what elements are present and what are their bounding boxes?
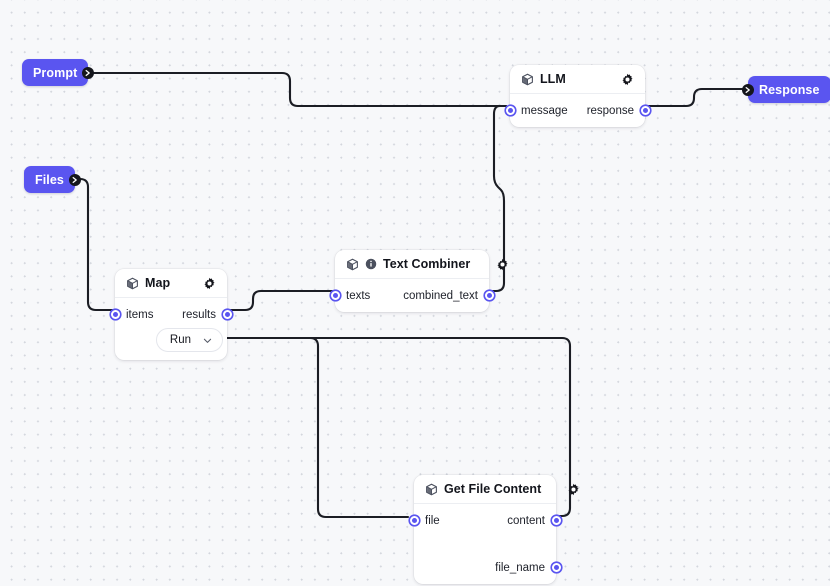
io-node-prompt-label: Prompt (33, 65, 78, 80)
gear-icon[interactable] (621, 73, 634, 86)
get-file-content-content-output-port[interactable] (551, 516, 561, 525)
node-get-file-content[interactable]: Get File Content file content file_name (409, 475, 579, 584)
io-node-response[interactable]: Response (742, 76, 830, 103)
io-label-results: results (182, 308, 216, 321)
node-get-file-content-body: file content file_name (409, 504, 561, 584)
node-get-file-content-title: Get File Content (444, 482, 542, 496)
io-label-file: file (425, 514, 440, 527)
gear-icon[interactable] (203, 277, 216, 290)
get-file-content-file-name-output-port[interactable] (551, 563, 561, 572)
io-row: items results (110, 304, 232, 325)
map-run-row: Run (115, 325, 227, 354)
cube-icon (346, 258, 359, 271)
node-llm-header: LLM (510, 65, 645, 94)
node-map-header: Map (115, 269, 227, 298)
io-label-combined-text: combined_text (403, 289, 478, 302)
edge-prompt-to-llm-message (63, 71, 508, 108)
map-run-button[interactable]: Run (155, 328, 223, 352)
llm-response-output-port[interactable] (640, 106, 650, 115)
node-text-combiner-body: texts combined_text (330, 279, 494, 312)
io-label-message: message (521, 104, 568, 117)
gear-icon[interactable] (496, 258, 509, 271)
io-label-items: items (126, 308, 154, 321)
node-map-body: items results Run (110, 298, 232, 360)
io-node-prompt[interactable]: Prompt (22, 59, 95, 86)
cube-icon (521, 73, 534, 86)
node-map[interactable]: Map items results Run (110, 269, 232, 360)
edge-llm-response-to-response (643, 87, 750, 108)
text-combiner-texts-input-port[interactable] (330, 291, 340, 300)
map-items-input-port[interactable] (110, 310, 120, 319)
io-row: file content (409, 510, 561, 531)
io-label-file-name: file_name (495, 561, 545, 574)
gear-icon[interactable] (567, 483, 580, 496)
io-node-response-label: Response (759, 82, 820, 97)
io-row: texts combined_text (330, 285, 494, 306)
io-label-response: response (586, 104, 634, 117)
chevron-down-icon[interactable] (202, 335, 213, 346)
edge-map-to-get-file-content-file (224, 336, 410, 519)
io-node-files[interactable]: Files (24, 166, 81, 193)
node-text-combiner-title: Text Combiner (383, 257, 471, 271)
io-row: file_name (414, 557, 561, 578)
map-results-output-port[interactable] (222, 310, 232, 319)
node-map-title: Map (145, 276, 171, 290)
cube-icon (126, 277, 139, 290)
text-combiner-combined-text-output-port[interactable] (484, 291, 494, 300)
node-text-combiner[interactable]: Text Combiner texts combined_text (330, 250, 508, 312)
node-text-combiner-header: Text Combiner (335, 250, 508, 279)
edge-map-results-to-texts (225, 289, 337, 312)
files-output-port[interactable] (69, 173, 81, 186)
edge-files-to-map-items (56, 177, 117, 312)
node-get-file-content-header: Get File Content (414, 475, 579, 504)
response-input-port[interactable] (742, 83, 754, 96)
row-spacer (414, 531, 556, 557)
get-file-content-file-input-port[interactable] (409, 516, 419, 525)
node-llm[interactable]: LLM message response (505, 65, 650, 127)
node-llm-body: message response (505, 94, 650, 127)
node-llm-title: LLM (540, 72, 566, 86)
map-run-button-label: Run (169, 334, 191, 346)
io-label-texts: texts (346, 289, 371, 302)
llm-message-input-port[interactable] (505, 106, 515, 115)
cube-icon (425, 483, 438, 496)
io-node-files-label: Files (35, 172, 64, 187)
info-icon[interactable] (365, 258, 377, 270)
io-label-content: content (507, 514, 545, 527)
prompt-output-port[interactable] (82, 66, 95, 79)
io-row: message response (505, 100, 650, 121)
